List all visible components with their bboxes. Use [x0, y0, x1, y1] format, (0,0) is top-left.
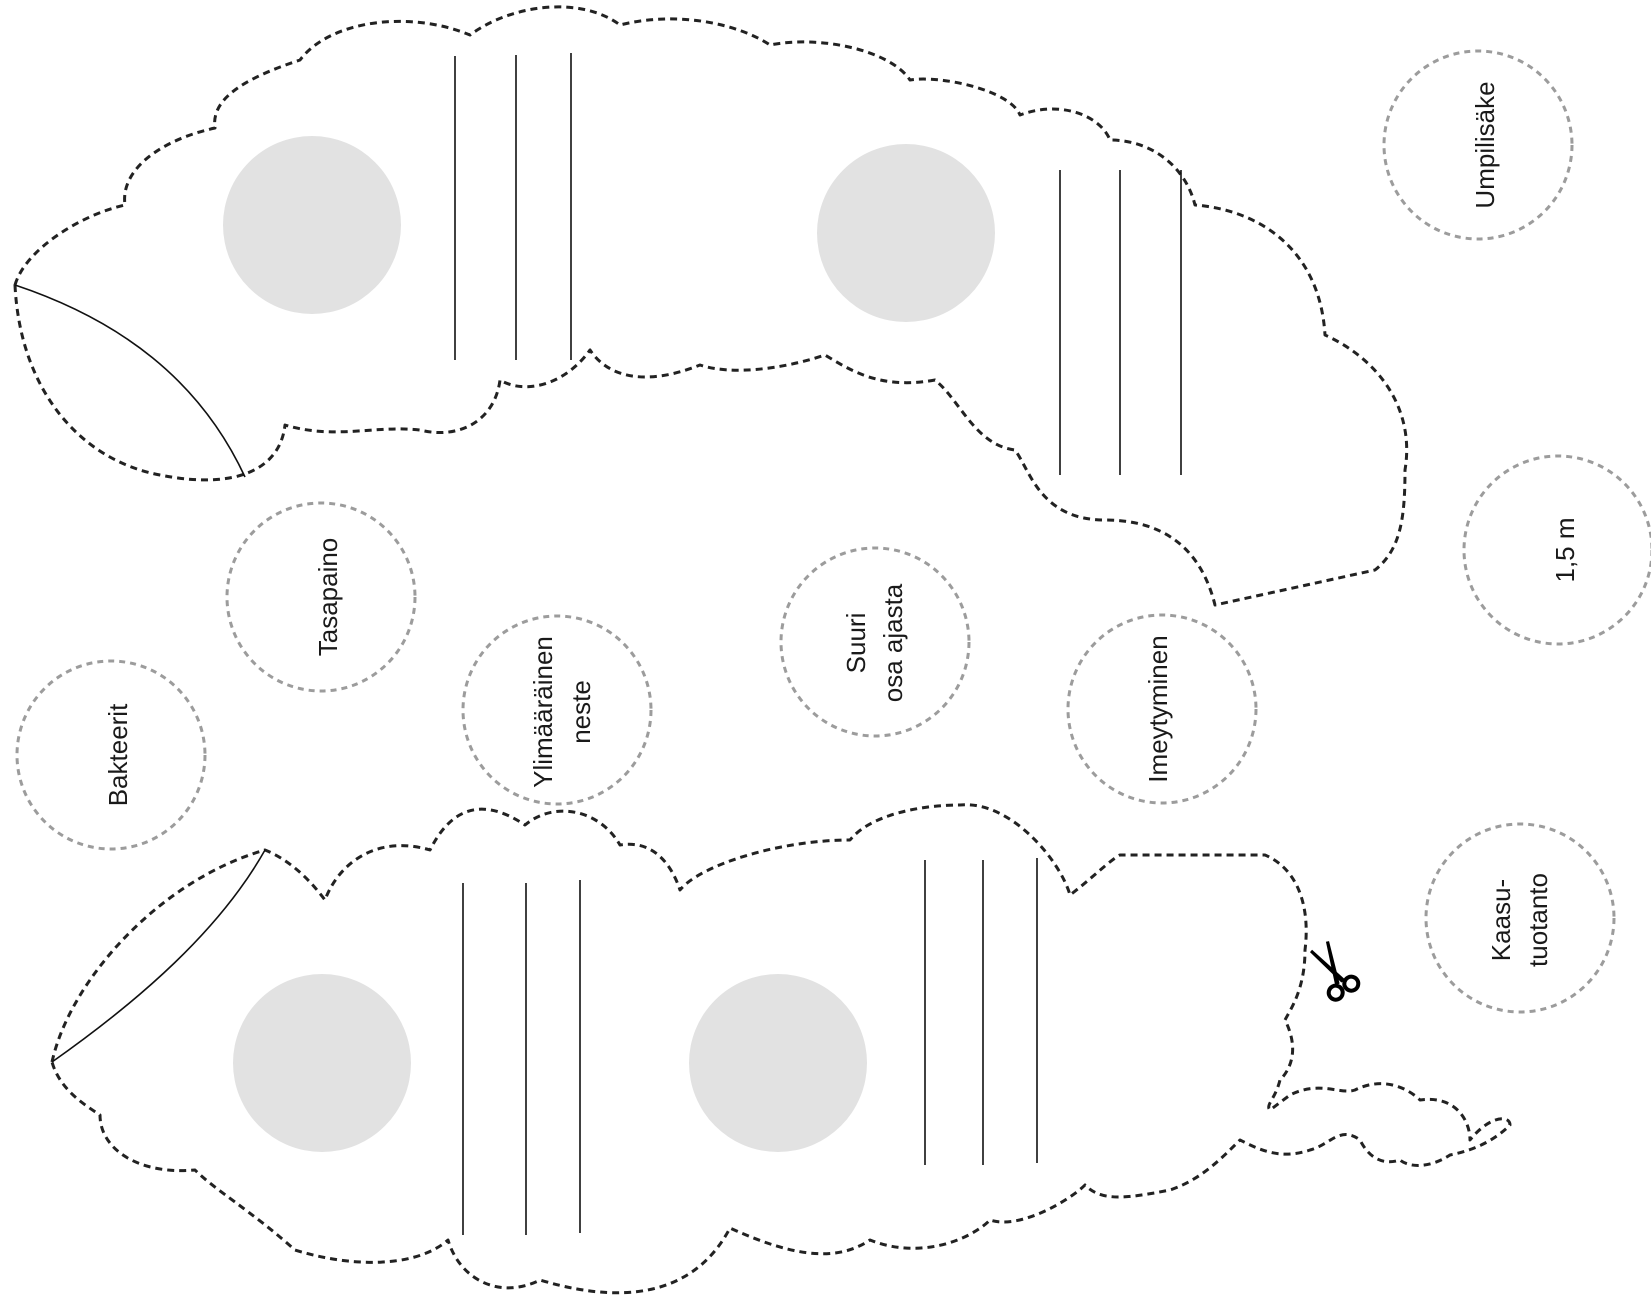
top-intestine-piece [15, 7, 1407, 605]
bottom-placeholder-circle [233, 974, 411, 1152]
top-placeholder-circle [223, 136, 401, 314]
label-circle-outline [781, 548, 969, 736]
label-text-line-2: tuotanto [1523, 873, 1553, 967]
label-text-line-2: osa ajasta [878, 583, 908, 702]
label-text-line-2: neste [566, 680, 596, 744]
label-tasapaino: Tasapaino [227, 503, 415, 691]
label-umpilisake: Umpilisäke [1384, 51, 1572, 239]
label-text-line-1: Kaasu- [1486, 879, 1516, 961]
top-placeholder-circle [817, 144, 995, 322]
label-suuri-osa-ajasta: Suuri osa ajasta [781, 548, 969, 736]
bottom-intestine-piece [52, 805, 1510, 1293]
label-length: 1,5 m [1464, 456, 1651, 644]
label-ylimaarainen-neste: Ylimääräinen neste [463, 616, 651, 804]
bottom-placeholder-circle [689, 974, 867, 1152]
label-text: Tasapaino [313, 538, 343, 657]
label-text: Umpilisäke [1470, 81, 1500, 208]
scissors-icon [1305, 938, 1361, 1002]
label-text: Bakteerit [103, 703, 133, 806]
label-circle-outline [1426, 824, 1614, 1012]
label-text-line-1: Ylimääräinen [528, 636, 558, 788]
label-kaasutuotanto: Kaasu- tuotanto [1426, 824, 1614, 1012]
label-text: 1,5 m [1550, 517, 1580, 582]
label-text: Imeytyminen [1143, 635, 1173, 782]
label-bakteerit: Bakteerit [17, 661, 205, 849]
label-text-line-1: Suuri [841, 613, 871, 674]
label-imeytyminen: Imeytyminen [1068, 615, 1256, 803]
top-intestine-cut-outline [15, 7, 1407, 605]
